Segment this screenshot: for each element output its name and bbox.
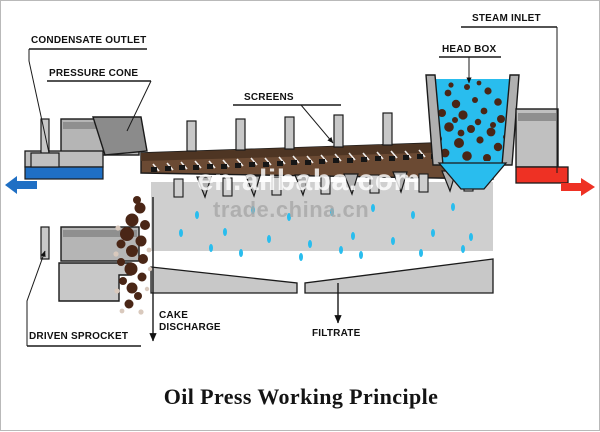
barrel-underframe <box>151 182 493 251</box>
label-cake-discharge: CAKE DISCHARGE <box>159 310 221 333</box>
condensate-standpipe <box>40 118 50 158</box>
cake-discharge-particles <box>116 196 150 309</box>
condensate-liquid <box>24 166 104 180</box>
internal-baffles <box>196 170 457 199</box>
filtrate-trough-right <box>304 258 494 294</box>
cake-fines <box>113 225 153 315</box>
diagram-title: Oil Press Working Principle <box>163 384 439 409</box>
head-box-throat <box>437 162 508 190</box>
steam-inlet-pipe <box>515 166 569 184</box>
label-pressure-cone: PRESSURE CONE <box>49 68 139 79</box>
barrel-top-shade <box>141 141 493 161</box>
label-head-box: HEAD BOX <box>442 44 497 55</box>
label-condensate-outlet: CONDENSATE OUTLET <box>31 35 147 46</box>
standpipe-flange <box>30 152 60 168</box>
filtrate-droplets <box>179 203 473 261</box>
head-box-particles <box>431 80 509 161</box>
head-box-liquid <box>431 79 514 163</box>
label-steam-inlet: STEAM INLET <box>472 13 541 24</box>
drive-shaft <box>40 226 50 260</box>
lower-housing-shade <box>63 230 137 237</box>
machine-assembly <box>24 74 569 315</box>
label-screens: SCREENS <box>244 92 294 103</box>
label-driven-sprocket: DRIVEN SPROCKET <box>29 331 129 342</box>
condensate-flow-arrow-icon <box>5 176 37 194</box>
steam-flow-arrow-icon <box>561 178 595 196</box>
pressure-cone-body <box>92 116 148 156</box>
head-box-right-wall <box>501 74 520 166</box>
filtrate-trough-left <box>150 266 298 294</box>
steam-housing-shade <box>518 113 556 121</box>
label-filtrate: FILTRATE <box>312 328 361 339</box>
leader-lines <box>26 26 558 347</box>
